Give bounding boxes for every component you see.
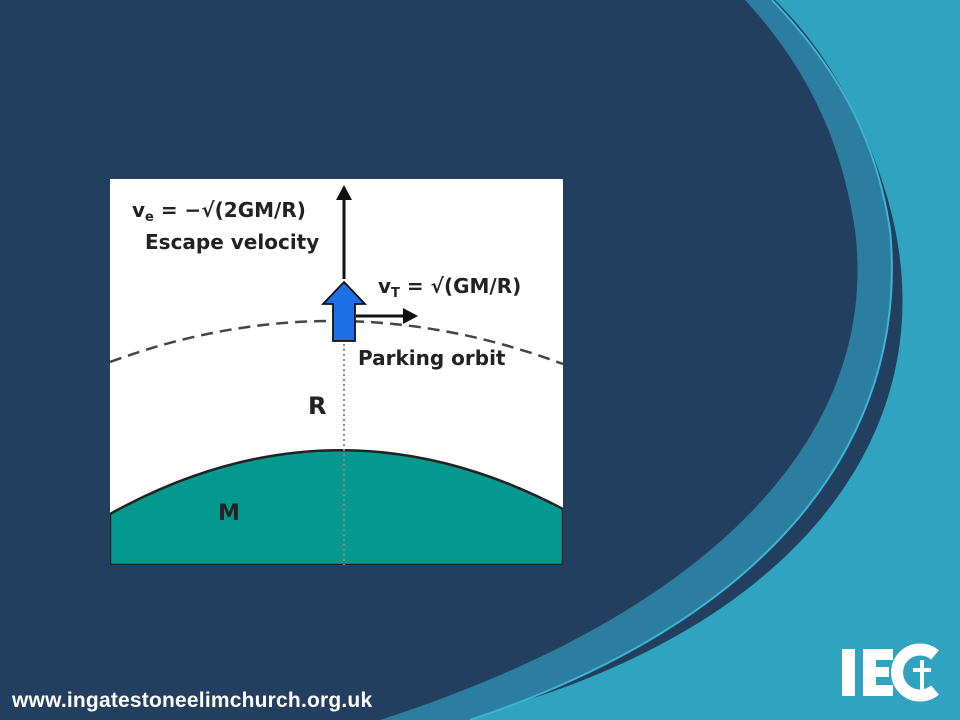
tangential-velocity-subscript: T [391, 286, 400, 301]
tangential-velocity-formula: vT = √(GM/R) [378, 274, 522, 300]
arc-edge-line [469, 0, 893, 720]
parking-orbit-label: Parking orbit [358, 346, 506, 370]
planet-surface [110, 449, 563, 565]
spacecraft-arrow-icon [320, 280, 368, 342]
escape-velocity-caption: Escape velocity [145, 230, 320, 254]
church-logo-icon [842, 643, 939, 702]
escape-velocity-diagram: ve = −√(2GM/R) Escape velocity vT = √(GM… [110, 179, 563, 565]
mass-label: M [218, 501, 240, 526]
escape-velocity-expression: = −√(2GM/R) [153, 198, 306, 222]
website-url: www.ingatestoneelimchurch.org.uk [12, 689, 373, 712]
tangential-velocity-symbol: v [378, 274, 392, 298]
tangential-velocity-expression: = √(GM/R) [399, 274, 522, 298]
escape-arrowhead-icon [336, 185, 352, 200]
inner-arc-band [380, 0, 892, 720]
escape-velocity-subscript: e [145, 210, 154, 225]
escape-velocity-symbol: v [132, 198, 146, 222]
tangential-arrowhead-icon [403, 308, 418, 324]
diagram-graphics [110, 185, 563, 565]
radius-label: R [308, 392, 327, 420]
outer-arc-band [455, 0, 960, 720]
escape-velocity-formula: ve = −√(2GM/R) [132, 198, 306, 224]
